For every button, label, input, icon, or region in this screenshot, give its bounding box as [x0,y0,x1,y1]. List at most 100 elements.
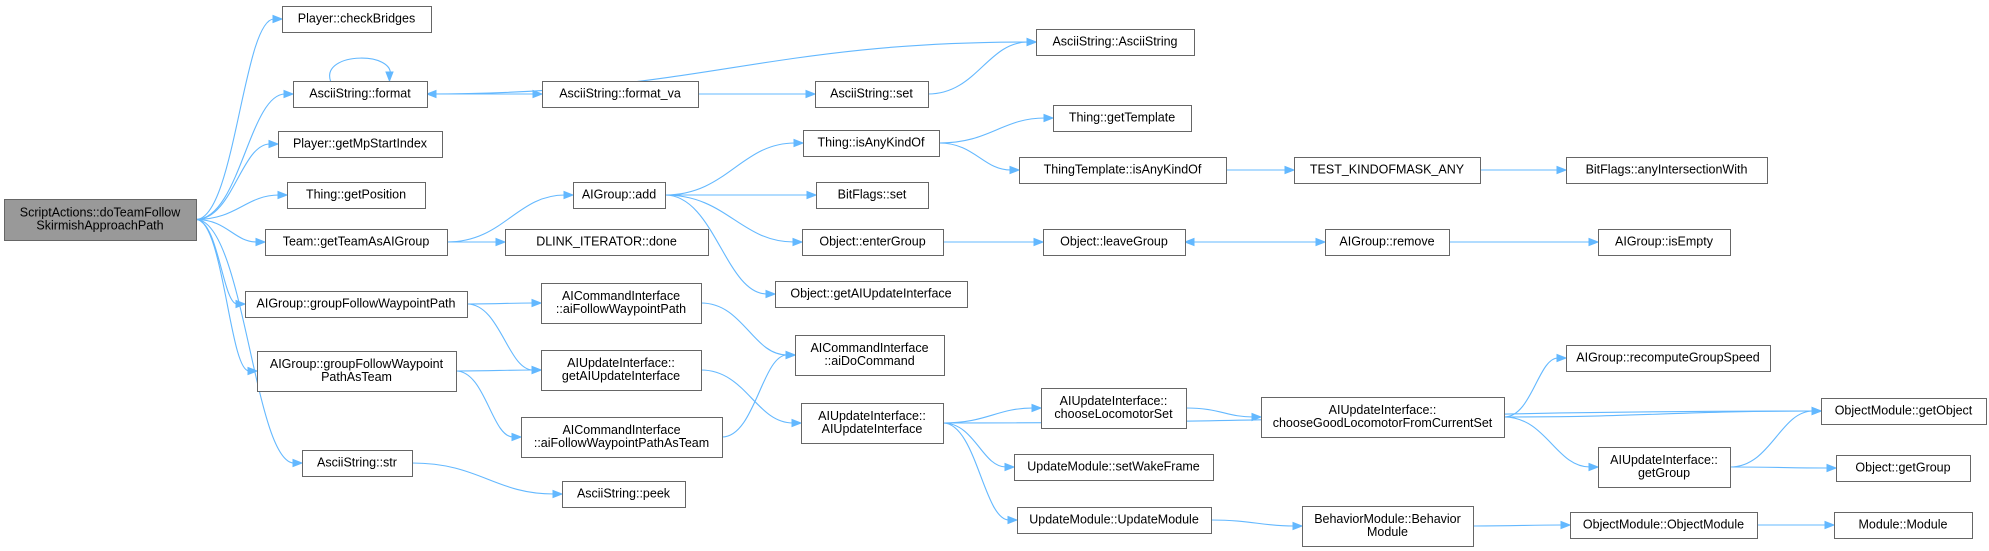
node-asciiCtor[interactable]: AsciiString::AsciiString [1036,29,1195,56]
arrowhead-aigAdd-to-enterGroup [792,237,804,247]
node-label-set: AsciiString::set [830,87,913,101]
node-leaveGroup[interactable]: Object::leaveGroup [1043,229,1186,256]
node-checkBridges[interactable]: Player::checkBridges [282,6,432,33]
node-box-set [815,81,929,108]
node-aiuiGetGroup[interactable]: AIUpdateInterface::getGroup [1598,447,1731,488]
node-aigRemove[interactable]: AIGroup::remove [1325,229,1450,256]
node-label-aiFollowWaypointPathAsTeam-line2: ::aiFollowWaypointPathAsTeam [534,436,709,450]
node-format_va[interactable]: AsciiString::format_va [542,81,699,108]
node-isAnyKindOf[interactable]: Thing::isAnyKindOf [803,130,940,157]
node-box-getPosition [287,182,426,209]
node-label-root-line1: ScriptActions::doTeamFollow [20,206,181,220]
arrowhead-str-to-peek [552,489,564,499]
node-box-isAnyKindOf [803,130,940,157]
node-label-getMpStartIndex: Player::getMpStartIndex [293,137,428,151]
node-box-bitSet [816,182,929,209]
edge-getTeamAsAIGroup-to-aigAdd [446,194,566,243]
node-box-getMpStartIndex [278,131,443,158]
node-updateModuleCtor[interactable]: UpdateModule::UpdateModule [1017,507,1212,534]
arrowhead-groupFollowWaypointPath-to-aiFollowWaypointPath [531,298,543,308]
node-objGetAIUpdateInterface[interactable]: Object::getAIUpdateInterface [775,281,968,308]
arrowhead-ttIsAnyKindOf-to-testKindofmaskAny [1284,165,1296,175]
edge-groupFollowWaypointPath-to-getAIUpdateInterface [466,303,534,371]
edge-format-to-asciiCtor [426,41,1029,95]
node-box-str [302,450,413,477]
node-label-chooseGoodLocomotor-line1: AIUpdateInterface:: [1329,403,1437,417]
node-box-getObject [1821,398,1987,425]
node-getTemplate[interactable]: Thing::getTemplate [1053,105,1192,132]
node-dlinkDone[interactable]: DLINK_ITERATOR::done [505,229,709,256]
edge-groupFollowWaypointPathAsTeam-to-aiFollowWaypointPathAsTeam [455,370,514,438]
node-label-enterGroup: Object::enterGroup [819,235,925,249]
edge-aiFollowWaypointPath-to-aiDoCommand [700,302,788,356]
node-getAIUpdateInterface[interactable]: AIUpdateInterface::getAIUpdateInterface [541,350,702,391]
node-box-groupFollowWaypointPathAsTeam [257,351,457,392]
node-root[interactable]: ScriptActions::doTeamFollowSkirmishAppro… [4,199,197,241]
node-box-anyIntersectionWith [1566,157,1768,184]
node-aigIsEmpty[interactable]: AIGroup::isEmpty [1598,229,1731,256]
arrowhead-format_va-to-format [425,89,437,99]
arrowhead-aigRemove-to-leaveGroup [1183,237,1195,247]
node-aiuiCtor[interactable]: AIUpdateInterface::AIUpdateInterface [801,403,944,444]
arrowhead-groupFollowWaypointPathAsTeam-to-aiFollowWaypointPathAsTeam [511,432,523,442]
node-label-groupFollowWaypointPathAsTeam-line2: PathAsTeam [321,370,392,384]
node-behaviorModuleCtor[interactable]: BehaviorModule::BehaviorModule [1302,506,1474,547]
node-aiDoCommand[interactable]: AICommandInterface::aiDoCommand [795,335,945,376]
node-moduleCtor[interactable]: Module::Module [1834,512,1973,539]
arrowhead-aigRemove-to-aigIsEmpty [1588,237,1600,247]
arrowhead-root-to-getTeamAsAIGroup [255,237,267,247]
node-label-updateModuleCtor: UpdateModule::UpdateModule [1029,513,1199,527]
node-bitSet[interactable]: BitFlags::set [816,182,929,209]
node-anyIntersectionWith[interactable]: BitFlags::anyIntersectionWith [1566,157,1768,184]
node-label-bitSet: BitFlags::set [838,188,907,202]
node-box-aigRemove [1325,229,1450,256]
node-label-getPosition: Thing::getPosition [306,188,406,202]
node-label-dlinkDone: DLINK_ITERATOR::done [536,235,677,249]
node-label-setWakeFrame: UpdateModule::setWakeFrame [1027,460,1200,474]
edge-chooseLocomotorSet-to-chooseGoodLocomotor [1185,407,1254,418]
node-box-getTemplate [1053,105,1192,132]
node-label-getAIUpdateInterface-line1: AIUpdateInterface:: [567,356,675,370]
nodes-layer: ScriptActions::doTeamFollowSkirmishAppro… [4,6,1987,547]
node-box-getAIUpdateInterface [541,350,702,391]
node-getPosition[interactable]: Thing::getPosition [287,182,426,209]
edge-set-to-asciiCtor [927,41,1029,95]
arrowhead-root-to-format [283,89,295,99]
node-enterGroup[interactable]: Object::enterGroup [802,229,944,256]
node-testKindofmaskAny[interactable]: TEST_KINDOFMASK_ANY [1294,157,1481,184]
node-recomputeGroupSpeed[interactable]: AIGroup::recomputeGroupSpeed [1566,345,1771,372]
node-getMpStartIndex[interactable]: Player::getMpStartIndex [278,131,443,158]
edge-chooseGoodLocomotor-to-aiuiGetGroup [1503,416,1591,468]
node-box-enterGroup [802,229,944,256]
node-aiFollowWaypointPath[interactable]: AICommandInterface::aiFollowWaypointPath [541,283,702,324]
node-groupFollowWaypointPath[interactable]: AIGroup::groupFollowWaypointPath [245,291,468,318]
node-aigAdd[interactable]: AIGroup::add [573,182,666,209]
node-peek[interactable]: AsciiString::peek [562,481,686,508]
edge-root-to-str [195,218,295,464]
node-box-aiFollowWaypointPath [541,283,702,324]
node-set[interactable]: AsciiString::set [815,81,929,108]
node-chooseLocomotorSet[interactable]: AIUpdateInterface::chooseLocomotorSet [1041,388,1187,429]
edge-groupFollowWaypointPath-to-aiFollowWaypointPath [466,302,534,305]
edge-root-to-format [195,93,286,221]
node-str[interactable]: AsciiString::str [302,450,413,477]
node-ttIsAnyKindOf[interactable]: ThingTemplate::isAnyKindOf [1019,157,1227,184]
node-objectModuleCtor[interactable]: ObjectModule::ObjectModule [1570,512,1758,539]
node-getTeamAsAIGroup[interactable]: Team::getTeamAsAIGroup [265,229,448,256]
arrowhead-enterGroup-to-leaveGroup [1033,237,1045,247]
node-objGetGroup[interactable]: Object::getGroup [1836,455,1971,482]
node-setWakeFrame[interactable]: UpdateModule::setWakeFrame [1014,454,1214,481]
node-label-aiFollowWaypointPathAsTeam-line1: AICommandInterface [562,423,680,437]
node-format[interactable]: AsciiString::format [293,81,428,108]
node-box-aiDoCommand [795,335,945,376]
edge-aiuiGetGroup-to-getObject [1729,410,1814,468]
node-box-aiuiCtor [801,403,944,444]
node-chooseGoodLocomotor[interactable]: AIUpdateInterface::chooseGoodLocomotorFr… [1261,397,1505,438]
arrowhead-aiuiCtor-to-updateModuleCtor [1007,515,1019,525]
node-getObject[interactable]: ObjectModule::getObject [1821,398,1987,425]
arrowhead-aigAdd-to-bitSet [806,190,818,200]
node-label-str: AsciiString::str [317,456,397,470]
node-aiFollowWaypointPathAsTeam[interactable]: AICommandInterface::aiFollowWaypointPath… [521,417,723,458]
